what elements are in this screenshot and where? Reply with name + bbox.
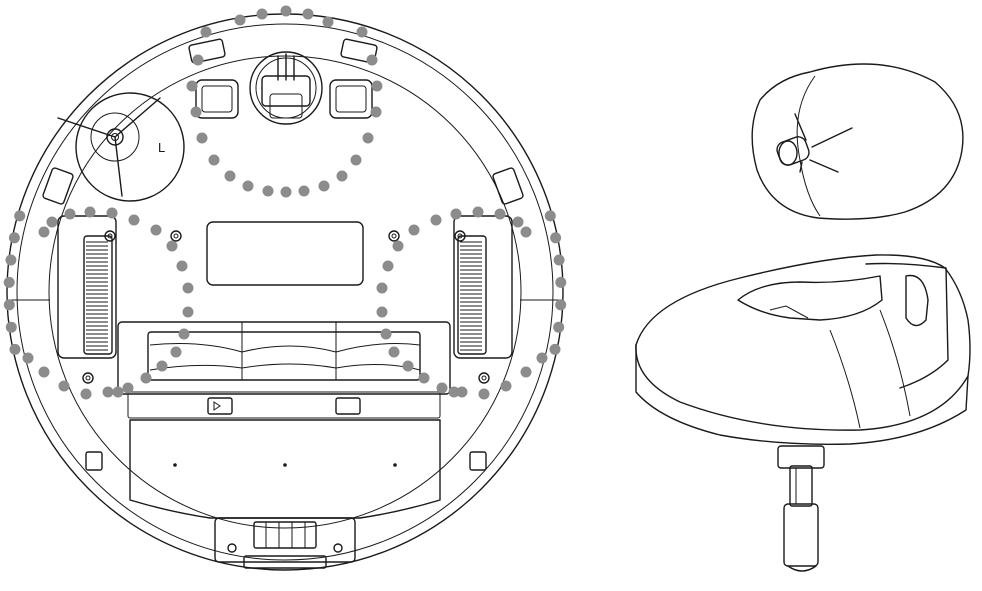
highlight-dot [170,346,182,358]
highlight-dot [5,254,17,266]
highlight-dot [553,254,565,266]
highlight-dot [46,216,58,228]
highlight-dot [182,306,194,318]
highlight-dot [9,343,21,355]
highlight-dot [536,352,548,364]
highlight-dot [362,132,374,144]
screw-icons [82,230,490,553]
caster-wheel-icon [249,51,323,125]
highlight-dot [376,306,388,318]
highlight-dot [192,54,204,66]
side-brush-motor-icon [751,63,964,220]
highlight-dot [242,180,254,192]
highlight-dot [408,224,420,236]
highlight-dot [544,210,556,222]
highlight-dot [448,386,460,398]
highlight-dot [84,206,96,218]
highlight-dot [102,386,114,398]
highlight-dot [166,240,178,252]
highlight-dot [196,132,208,144]
highlight-dot [280,5,292,17]
right-wheel-icon [453,215,513,359]
highlight-dot [106,207,118,219]
highlight-dot [190,106,202,118]
highlight-dot [494,208,506,220]
swivel-wheel-assembly-icon [635,254,971,572]
roller-brush-icon [117,321,451,419]
highlight-dot [366,54,378,66]
highlight-dot [200,26,212,38]
highlight-dot [520,366,532,378]
highlight-dot [58,380,70,392]
highlight-dot [356,26,368,38]
highlight-dot [418,372,430,384]
highlight-dot [186,80,198,92]
highlight-dot [350,154,362,166]
highlight-dot [322,16,334,28]
highlight-dot [22,352,34,364]
highlight-dot [176,260,188,272]
highlight-dot [8,232,20,244]
highlight-dot [156,360,168,372]
highlight-dot [140,372,152,384]
highlight-dot [450,208,462,220]
left-wheel-icon [57,215,117,359]
highlight-dot [3,299,15,311]
highlight-dot [376,282,388,294]
highlight-dot [456,386,468,398]
highlight-dot [402,360,414,372]
highlight-dot [388,346,400,358]
highlight-dot [370,106,382,118]
robot-underside-icon: L [6,13,564,571]
side-brush-label: L [158,140,165,155]
highlight-dot [80,388,92,400]
highlight-dot [380,328,392,340]
highlight-dot [38,366,50,378]
highlight-dot [224,170,236,182]
highlight-dot [128,214,140,226]
side-brush-icon: L [57,92,185,202]
highlight-dot [234,14,246,26]
highlight-dot [112,386,124,398]
highlight-dot [512,216,524,228]
highlight-dot [436,382,448,394]
highlight-dot [555,299,567,311]
highlight-dot [178,328,190,340]
highlight-dot [553,321,565,333]
highlight-dot [371,80,383,92]
highlight-dot [298,185,310,197]
highlight-dot [550,232,562,244]
dustbin-icon [129,419,441,569]
highlight-dot [122,382,134,394]
highlight-dot [382,260,394,272]
highlight-dot [500,380,512,392]
highlight-dot [64,208,76,220]
highlight-dot [5,321,17,333]
highlight-dot [3,276,15,288]
highlight-dot [318,180,330,192]
highlight-dot [520,226,532,238]
highlight-dot [280,186,292,198]
highlight-dot [150,224,162,236]
highlight-dots [3,5,567,400]
highlight-dot [392,240,404,252]
highlight-dot [478,388,490,400]
highlight-dot [262,185,274,197]
highlight-dot [38,226,50,238]
highlight-dot [302,8,314,20]
highlight-dot [208,154,220,166]
highlight-dot [549,343,561,355]
highlight-dot [430,214,442,226]
highlight-dot [182,282,194,294]
highlight-dot [336,170,348,182]
highlight-dot [14,210,26,222]
highlight-dot [555,276,567,288]
highlight-dot [256,8,268,20]
highlight-dot [472,206,484,218]
